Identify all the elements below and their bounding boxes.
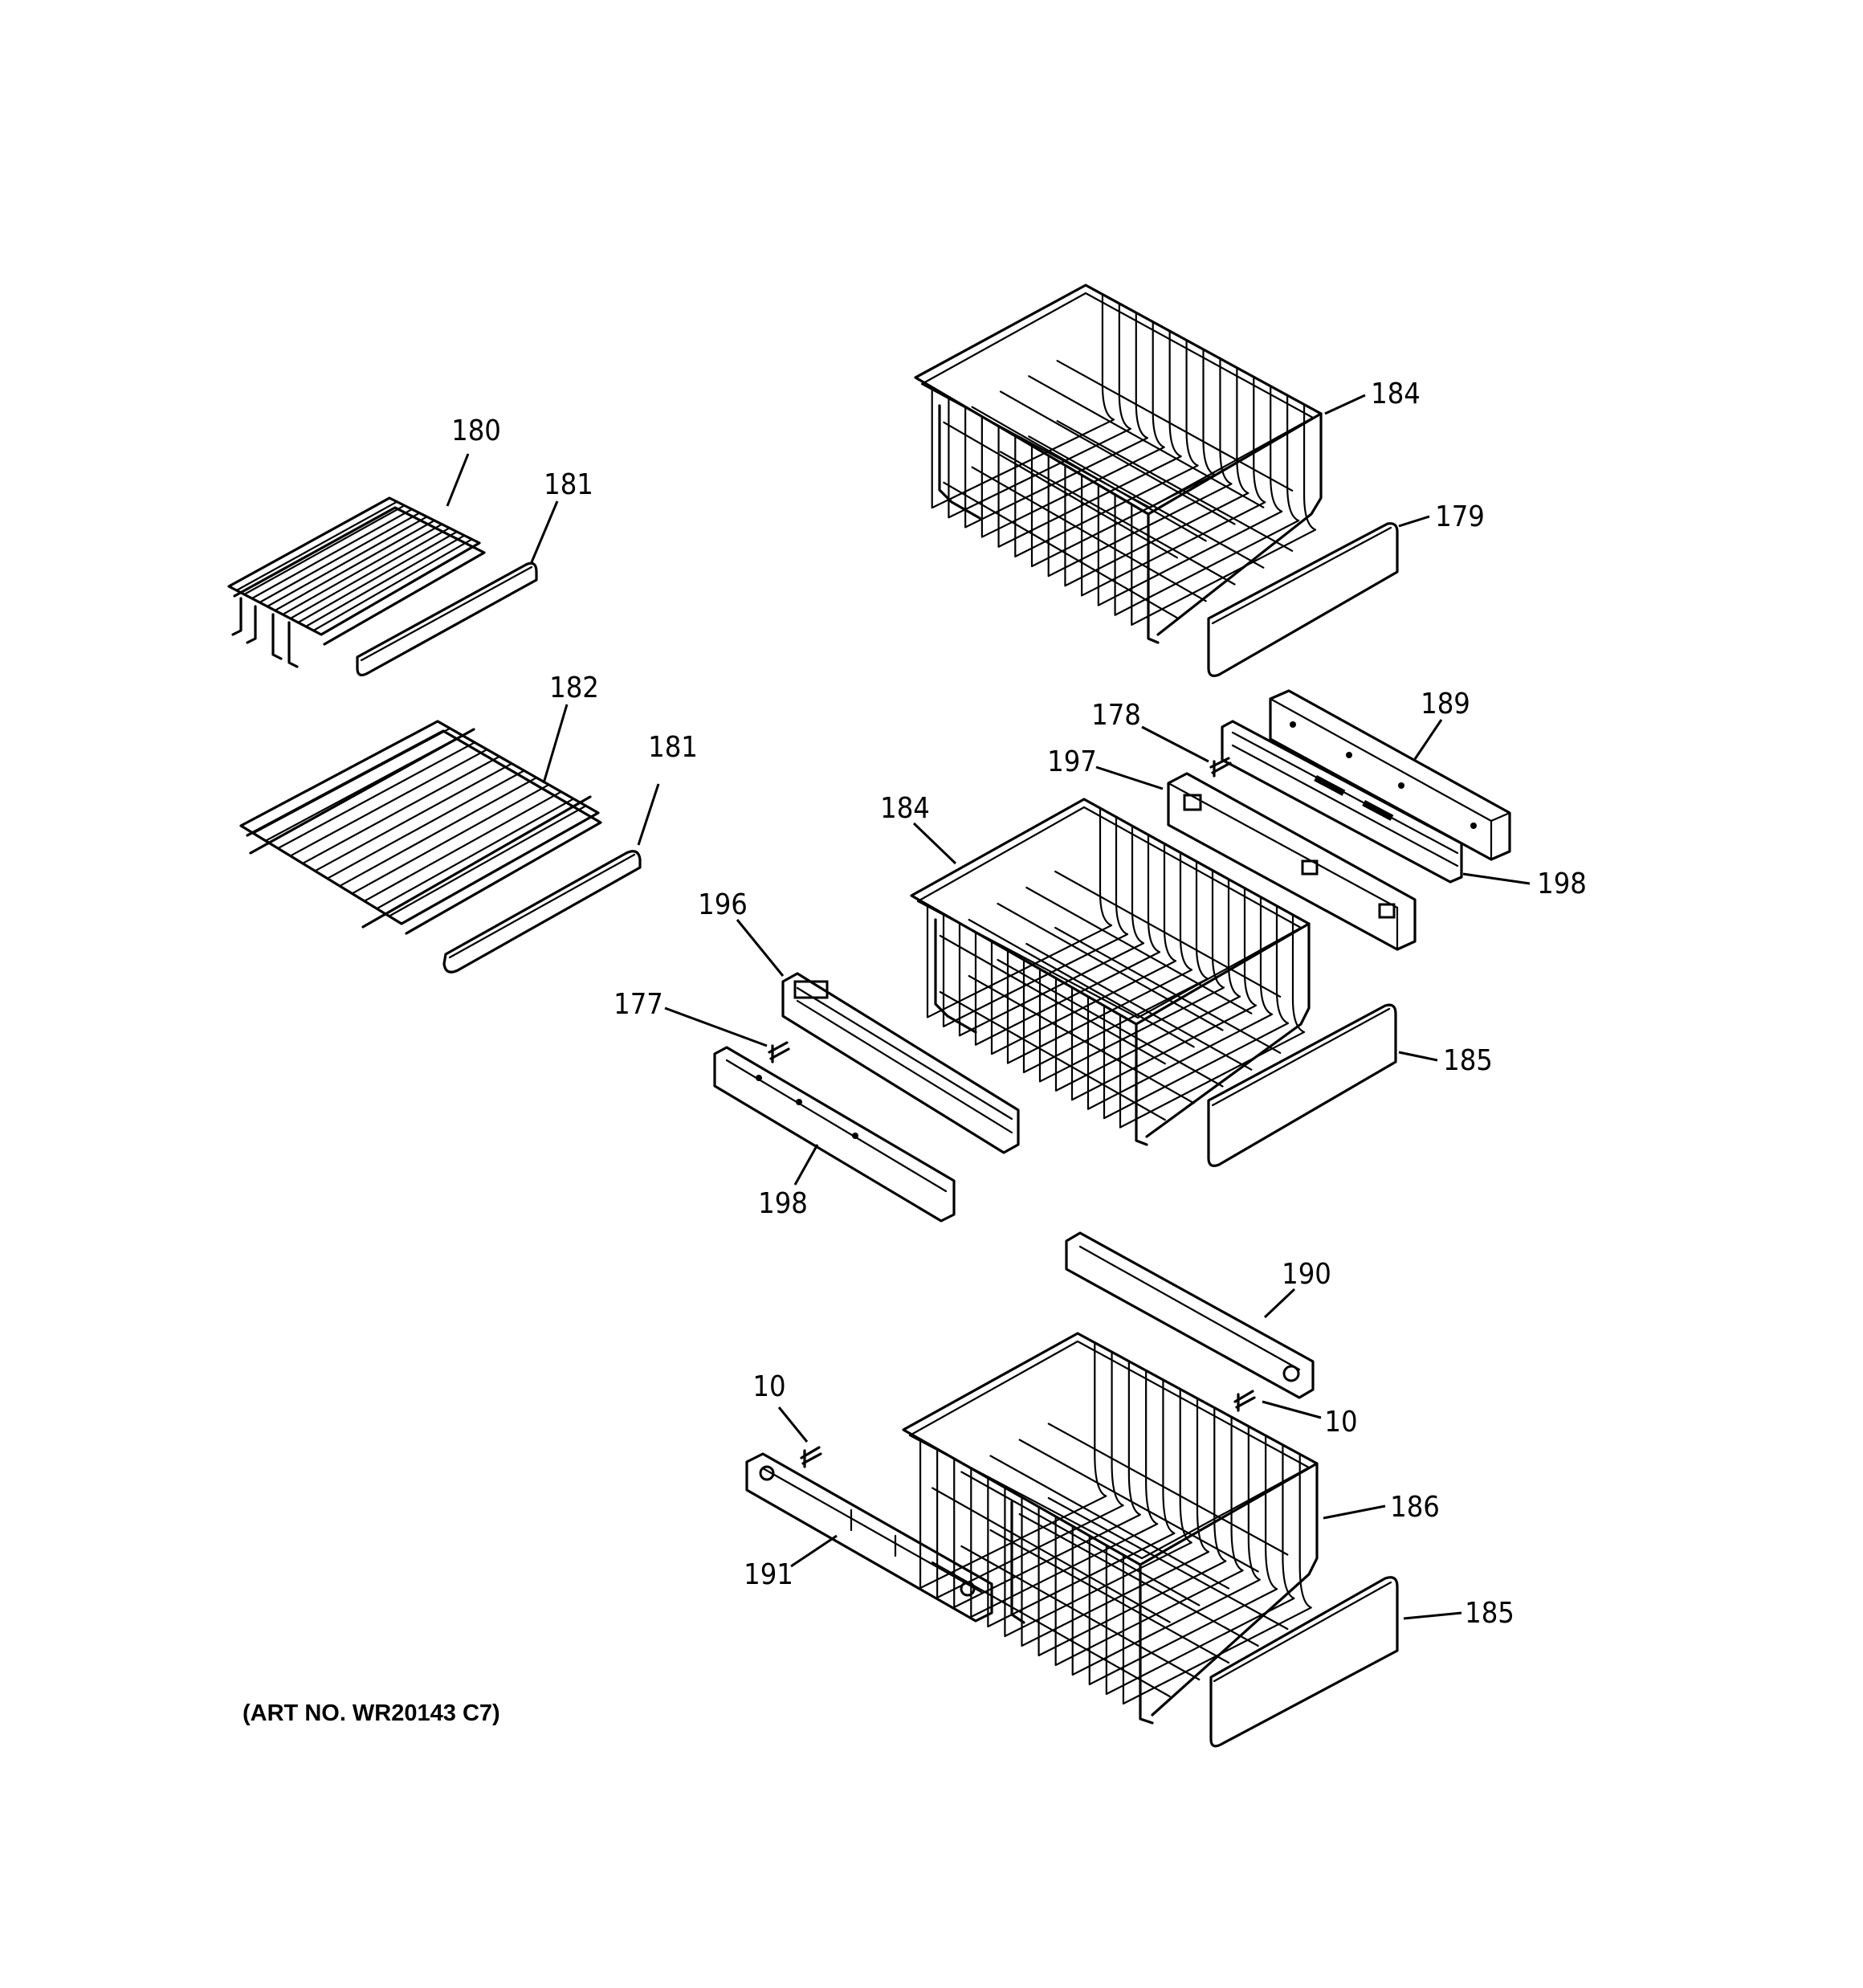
part-198-left-drawer-slide — [713, 1046, 956, 1223]
part-179-upper-basket-front — [1207, 522, 1399, 677]
part-197-slide-bracket — [1167, 772, 1417, 951]
callout-10-right: 10 — [1324, 1406, 1357, 1439]
callout-196: 196 — [698, 888, 748, 921]
callout-186: 186 — [1390, 1491, 1440, 1524]
callout-179: 179 — [1435, 500, 1485, 533]
part-189-slide-cover — [1269, 689, 1511, 861]
art-number: (ART NO. WR20143 C7) — [243, 1700, 500, 1726]
part-10-screw-left — [800, 1446, 822, 1468]
callout-180: 180 — [451, 414, 501, 447]
callout-191: 191 — [744, 1558, 793, 1591]
callout-197: 197 — [1047, 745, 1097, 778]
callout-177: 177 — [614, 988, 663, 1021]
callout-190: 190 — [1282, 1258, 1331, 1291]
callout-198-left: 198 — [758, 1187, 808, 1220]
part-184-upper-wire-basket — [914, 284, 1323, 644]
part-182-large-wire-shelf — [239, 720, 602, 935]
part-181-lower-shelf-trim — [442, 850, 642, 974]
part-198-right-drawer-slide — [1221, 720, 1463, 884]
callout-184-middle: 184 — [880, 792, 930, 825]
callout-181-upper: 181 — [544, 468, 593, 501]
part-177-screw — [768, 1041, 790, 1063]
part-191-front-trim — [745, 1452, 993, 1623]
part-185-lower-basket-front — [1209, 1576, 1399, 1748]
callout-189: 189 — [1421, 688, 1470, 720]
callout-10-left: 10 — [752, 1370, 785, 1403]
part-10-screw-right — [1233, 1390, 1256, 1412]
callout-198-right: 198 — [1537, 867, 1587, 900]
part-181-upper-shelf-trim — [356, 561, 538, 677]
callout-184-top: 184 — [1371, 378, 1421, 410]
callout-182: 182 — [549, 672, 599, 704]
part-180-small-wire-shelf — [227, 496, 486, 668]
part-196-drawer-slide — [781, 972, 1020, 1154]
part-185-middle-basket-front — [1207, 1003, 1397, 1167]
part-190-basket-rail — [1065, 1231, 1315, 1399]
callout-178: 178 — [1091, 699, 1141, 732]
callout-181-lower: 181 — [648, 731, 698, 764]
part-178-screw — [1209, 757, 1232, 778]
part-184-middle-wire-basket — [910, 798, 1311, 1146]
callout-185-middle: 185 — [1443, 1044, 1493, 1077]
part-186-lower-wire-basket — [902, 1332, 1319, 1725]
callout-leader-lines — [446, 394, 1531, 1620]
callout-185-bottom: 185 — [1465, 1597, 1514, 1630]
